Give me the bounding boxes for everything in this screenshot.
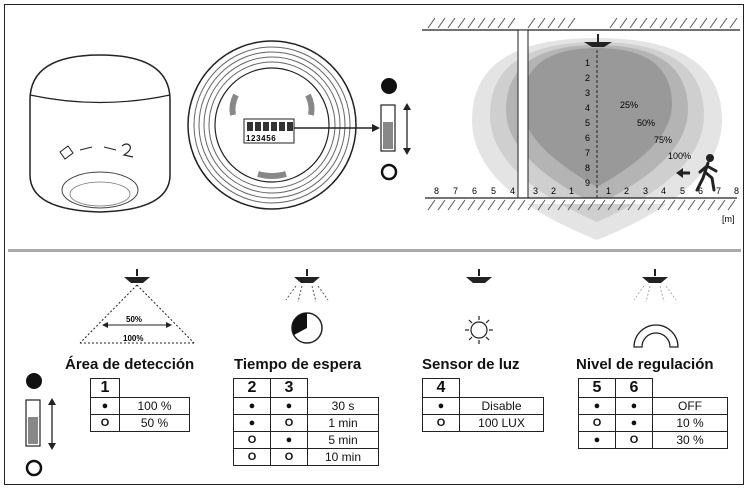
svg-text:50%: 50% [126,315,142,324]
svg-text:1: 1 [569,186,574,196]
detection-area-icon: 50% 100% [79,269,195,344]
switch-legend-top [380,78,411,181]
svg-text:9: 9 [585,178,590,188]
timer-icon [285,269,329,344]
top-illustration: 1 2 3 4 5 6 [29,17,740,240]
svg-text:2: 2 [624,186,629,196]
svg-text:5: 5 [585,118,590,128]
coverage-labels: 25% 50% 75% 100% [620,100,691,161]
svg-text:1: 1 [606,186,611,196]
svg-text:5: 5 [491,186,496,196]
light-sensor-icon [465,269,493,344]
svg-text:75%: 75% [654,135,672,145]
detection-area-title: Área de detección [65,356,195,373]
svg-text:4: 4 [585,103,590,113]
dimming-level-icon [633,269,679,348]
svg-text:6: 6 [585,133,590,143]
svg-text:3: 3 [533,186,538,196]
sensor-side-view [29,54,171,213]
svg-text:6: 6 [698,186,703,196]
svg-text:8: 8 [585,163,590,173]
svg-text:1: 1 [585,58,590,68]
svg-text:2: 2 [551,186,556,196]
svg-text:3: 3 [643,186,648,196]
svg-text:8: 8 [434,186,439,196]
distance-scale-y: 1 2 3 4 5 6 7 8 9 [585,58,590,188]
svg-text:5: 5 [680,186,685,196]
table-row: ●●30 s [233,397,379,415]
distance-scale-x: 8 7 6 5 4 3 2 1 1 2 3 4 5 6 7 8 [434,186,739,196]
figure-frame [4,4,744,485]
sensor-front-view: 123456 [187,40,380,210]
switch-legend-bottom [25,373,56,477]
svg-text:7: 7 [585,148,590,158]
table-row: ●●OFF [578,397,728,415]
dimming-level-title: Nivel de regulación [576,356,714,373]
dip-switch-numbers: 123456 [246,134,276,143]
svg-text:3: 3 [585,88,590,98]
table-row: ●100 % [90,397,190,415]
svg-text:50%: 50% [637,118,655,128]
svg-text:6: 6 [472,186,477,196]
svg-text:7: 7 [716,186,721,196]
svg-text:8: 8 [734,186,739,196]
svg-text:7: 7 [453,186,458,196]
wait-time-title: Tiempo de espera [234,356,362,373]
light-sensor-title: Sensor de luz [422,356,520,373]
unit-label: [m] [722,214,735,224]
svg-text:4: 4 [510,186,515,196]
svg-text:100%: 100% [668,151,691,161]
walking-person-icon [676,154,718,192]
bottom-icons: 50% 100% [79,269,679,348]
table-row: O●10 % [578,414,728,432]
svg-text:100%: 100% [123,334,143,343]
section-divider [8,249,741,252]
svg-text:25%: 25% [620,100,638,110]
table-row: ●Disable [422,397,544,415]
svg-text:4: 4 [661,186,666,196]
table-row: O●5 min [233,431,379,449]
svg-text:2: 2 [585,73,590,83]
coverage-diagram: 1 2 3 4 5 6 7 8 9 8 7 6 5 4 3 2 1 1 2 3 … [422,17,740,240]
